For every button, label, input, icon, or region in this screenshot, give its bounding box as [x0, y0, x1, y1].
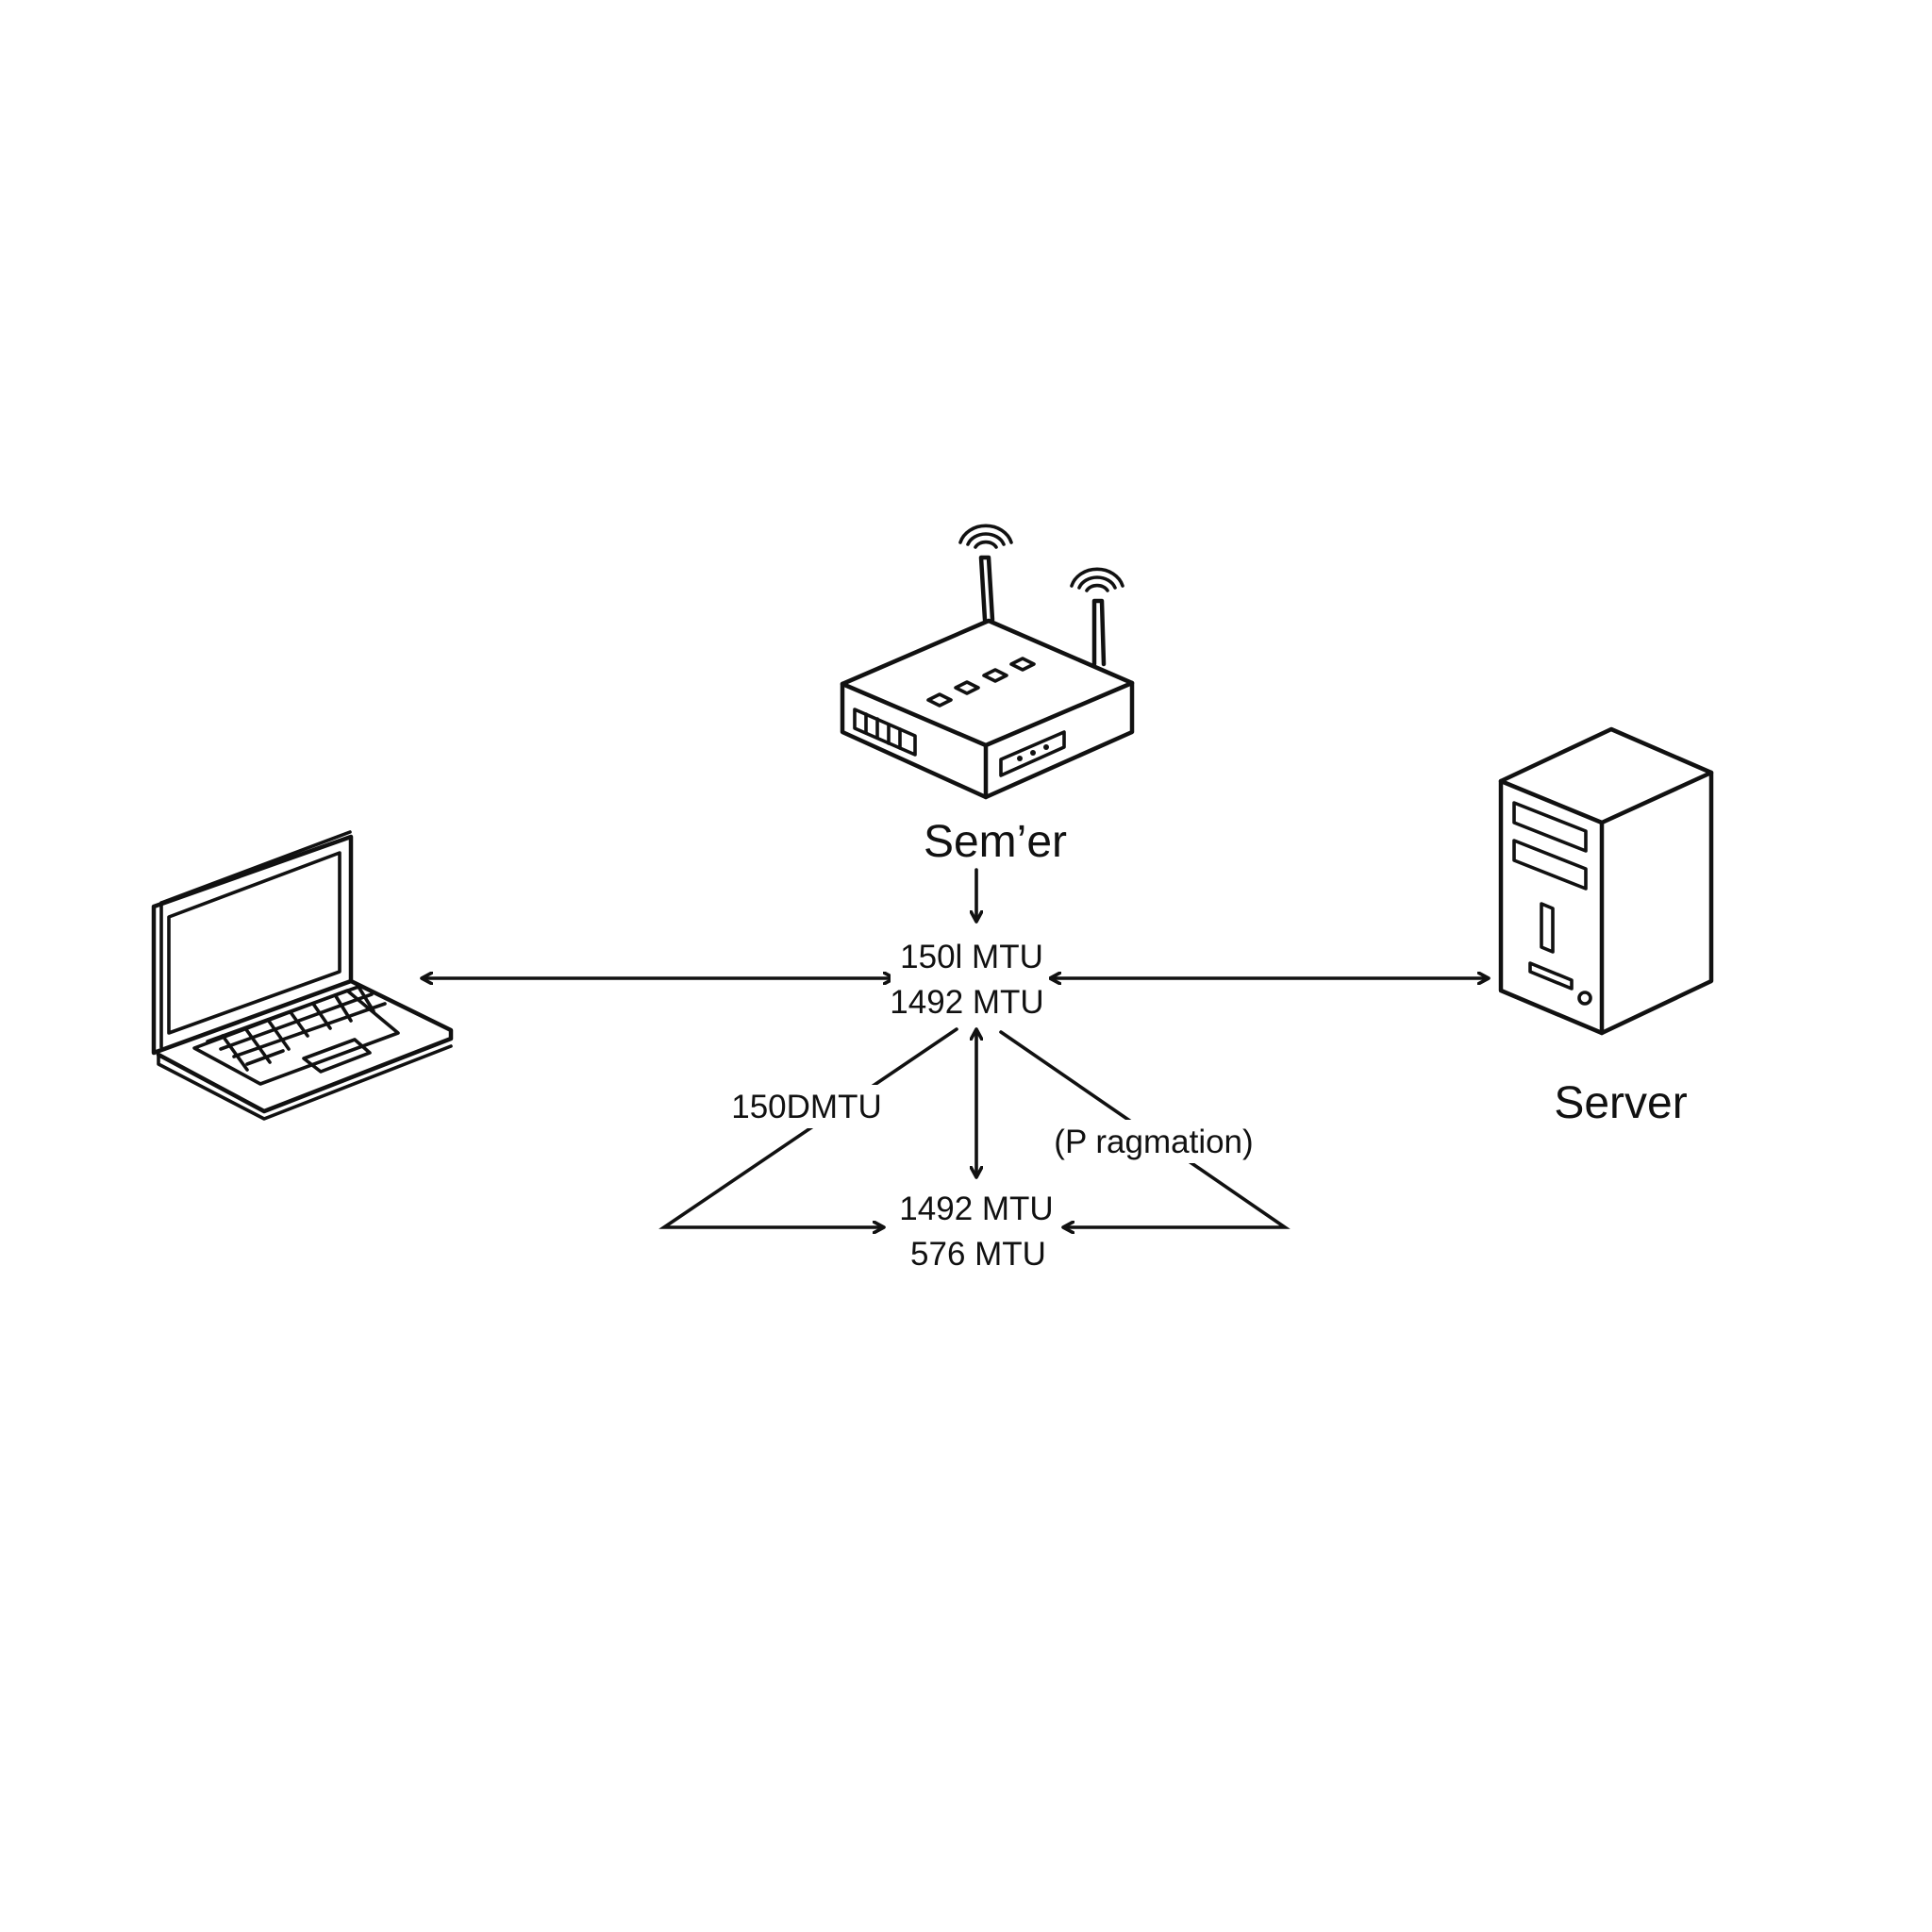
server-tower-icon	[1498, 726, 1714, 1036]
hub-bottom-line1: 1492 MTU	[899, 1191, 1053, 1227]
hub-bottom-line2: 576 MTU	[910, 1236, 1046, 1273]
router-icon	[840, 555, 1135, 800]
wifi-signal-icon	[958, 524, 1013, 549]
edge-label-left: 150DMTU	[731, 1089, 881, 1125]
hub-top-line2: 1492 MTU	[890, 984, 1043, 1021]
arrow-right-branch	[999, 1030, 1291, 1227]
edge-label-right: (P ragmation)	[1054, 1124, 1253, 1160]
laptop-icon	[151, 830, 454, 1121]
connector-lines	[423, 868, 1488, 1227]
hub-top-line1: 150l MTU	[900, 939, 1043, 975]
router-label: Sem’er	[924, 817, 1067, 867]
server-label: Server	[1554, 1078, 1687, 1128]
wifi-signal-icon	[1070, 567, 1124, 592]
